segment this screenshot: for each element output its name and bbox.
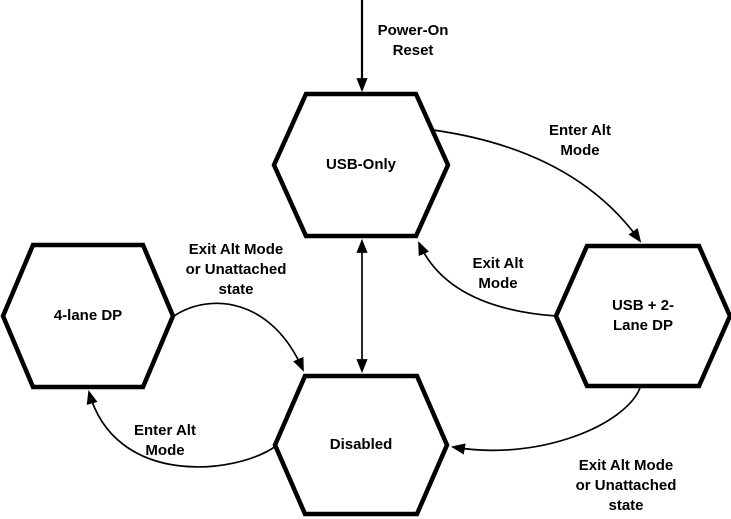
transition-label-enter-alt-mode-top: Enter Alt Mode: [549, 122, 611, 159]
state-disabled-hexagon: [272, 373, 450, 517]
state-label-usb-only: USB-Only: [325, 156, 396, 173]
state-label-4-lane-dp: 4-lane DP: [53, 307, 123, 324]
state-label-disabled: Disabled: [329, 436, 393, 453]
state-4-lane-dp-hexagon: [0, 242, 176, 390]
transition-label-power-on-reset: Power-On Reset: [377, 22, 449, 59]
transition-label-exit-unattached-left: Exit Alt Mode or Unattached state: [185, 241, 287, 298]
transition-label-enter-alt-mode-bottom: Enter Alt Mode: [134, 422, 196, 459]
transition-exit-alt-mode-right-arrow: [418, 241, 557, 317]
transition-exit-unattached-bottom-arrow: [450, 387, 641, 455]
transition-label-exit-unattached-bottom: Exit Alt Mode or Unattached state: [575, 457, 677, 514]
transition-enter-alt-mode-bottom-arrow: [86, 389, 277, 468]
transition-enter-alt-mode-top-arrow: [432, 129, 642, 243]
transition-label-exit-alt-mode-right: Exit Alt Mode: [472, 255, 524, 292]
transition-exit-unattached-left-arrow: [173, 302, 304, 372]
state-label-usb-2lane-dp: USB + 2-Lane DP: [611, 297, 675, 334]
state-usb-only-hexagon: [271, 91, 451, 239]
